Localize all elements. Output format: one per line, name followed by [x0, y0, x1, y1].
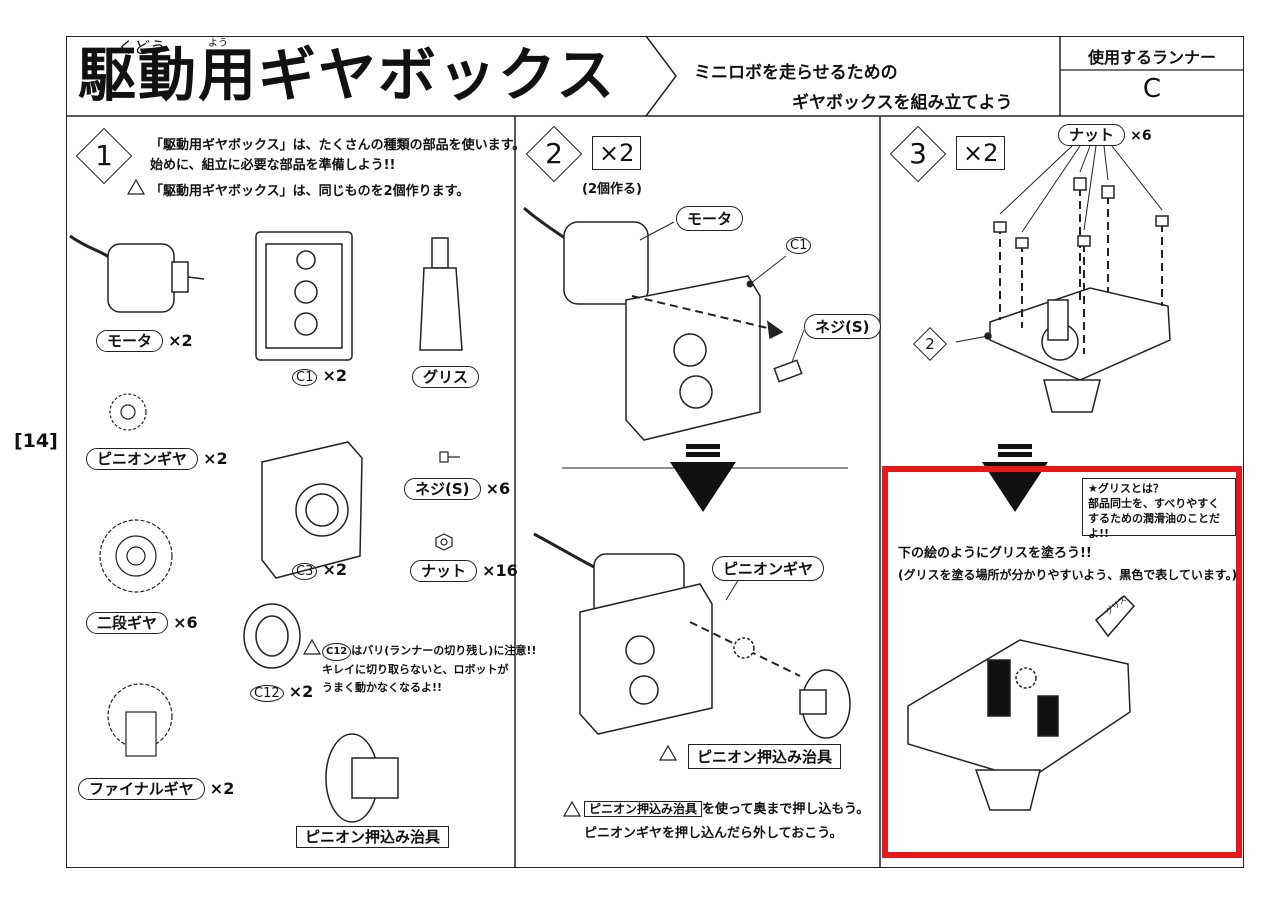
- part-c3-label: C3: [292, 563, 318, 580]
- title-ruby-kudou: くどう: [118, 38, 167, 57]
- part-final: ファイナルギヤ ×2: [78, 778, 235, 800]
- twostage-drawing: [99, 519, 173, 593]
- part-motor-label: モータ: [96, 330, 164, 352]
- step2-top-drawing: [523, 206, 803, 441]
- part-pinion-qty: ×2: [203, 449, 228, 468]
- step3-top-drawing: [955, 145, 1171, 413]
- c1-drawing: [255, 231, 353, 361]
- step-2-instruction-1: ピニオン押込み治具を使って奥まで押し込もう。: [584, 800, 869, 821]
- c12-note-1: はバリ(ランナーの切り残し)に注意!!: [351, 644, 537, 657]
- part-final-qty: ×2: [209, 779, 235, 798]
- part-motor-qty: ×2: [168, 331, 193, 350]
- down-arrow: [670, 444, 736, 512]
- grease-highlight-box: [882, 466, 1242, 858]
- part-grease: グリス: [412, 366, 480, 388]
- part-c12: C12 ×2: [250, 682, 313, 702]
- part-screw: ネジ(S) ×6: [404, 478, 511, 500]
- step-2-marker: 2: [525, 125, 583, 183]
- subtitle-line-1: ミニロボを走らせるための: [694, 63, 898, 83]
- part-c1: C1 ×2: [292, 366, 347, 386]
- step-3-nut-qty: ×6: [1130, 128, 1152, 144]
- part-grease-label: グリス: [412, 366, 480, 388]
- tool-drawing: [325, 733, 399, 823]
- part-nut-label: ナット: [410, 560, 478, 582]
- step-1-text-1: 「駆動用ギヤボックス」は、たくさんの種類の部品を使います。: [150, 138, 526, 153]
- grease-note-line-1: 部品同士を、すべりやすく: [1088, 496, 1220, 510]
- part-pinion: ピニオンギヤ ×2: [86, 448, 228, 470]
- step-3-number: 3: [909, 137, 927, 170]
- step-3-nut-text: ナット: [1058, 124, 1126, 146]
- c3-drawing: [261, 441, 363, 579]
- step-3-nut-label: ナット ×6: [1058, 124, 1152, 146]
- part-twostage-qty: ×6: [173, 613, 198, 632]
- c12-drawing: [243, 603, 301, 669]
- step-2-qty: ×2: [592, 136, 642, 170]
- part-pinion-label: ピニオンギヤ: [86, 448, 199, 470]
- part-c3-qty: ×2: [322, 560, 347, 579]
- down-arrow-step3: [982, 444, 1048, 512]
- part-twostage: 二段ギヤ ×6: [86, 612, 198, 634]
- warning-icon: [126, 178, 678, 817]
- step-3-instruction-2: (グリスを塗る場所が分かりやすいよう、黒色で表しています。): [898, 568, 1238, 582]
- part-c12-qty: ×2: [288, 682, 314, 701]
- part-nut-qty: ×16: [482, 561, 518, 580]
- step-2-pinion-label: ピニオンギヤ: [712, 556, 825, 581]
- part-screw-label: ネジ(S): [404, 478, 481, 500]
- step-2-motor-label: モータ: [676, 206, 744, 231]
- step-2-instruction-2: ピニオンギヤを押し込んだら外しておこう。: [584, 826, 843, 841]
- step-3-qty: ×2: [956, 136, 1006, 170]
- step3-grease-drawing: [907, 594, 1136, 811]
- step-2-instruction-text-1: を使って奥まで押し込もう。: [702, 802, 870, 817]
- step-1-number: 1: [95, 139, 113, 172]
- step-3-ref-marker: 2: [912, 326, 948, 362]
- page-frame: [66, 36, 1244, 868]
- part-motor: モータ ×2: [96, 330, 193, 352]
- c12-note-3: うまく動かなくなるよ!!: [322, 680, 443, 694]
- part-nut: ナット ×16: [410, 560, 518, 582]
- grease-note-line-2: するための潤滑油のことだよ!!: [1088, 511, 1220, 540]
- step-2-make-two: (2個作る): [582, 182, 642, 197]
- runner-value: C: [1142, 74, 1162, 104]
- step-1-marker: 1: [75, 127, 133, 185]
- grease-note: ★グリスとは？ 部品同士を、すべりやすく するための潤滑油のことだよ!!: [1082, 478, 1236, 540]
- c12-note-ref: C12: [322, 643, 352, 661]
- step-2-screw-label: ネジ(S): [804, 314, 881, 339]
- title-ruby-you: よう: [208, 38, 228, 49]
- step-3-instruction-1: 下の絵のようにグリスを塗ろう!!: [898, 546, 1092, 561]
- c12-note-2: キレイに切り取らないと、ロボットが: [322, 663, 509, 676]
- page-number: [14]: [14, 430, 58, 452]
- part-c3: C3 ×2: [292, 560, 347, 580]
- step-1-text-3: 「駆動用ギヤボックス」は、同じものを2個作ります。: [150, 184, 470, 199]
- part-screw-qty: ×6: [485, 479, 511, 498]
- part-final-label: ファイナルギヤ: [78, 778, 205, 800]
- grease-note-title: ★グリスとは？: [1088, 482, 1164, 495]
- motor-drawing: [69, 234, 205, 313]
- part-tool-label: ピニオン押込み治具: [296, 826, 450, 848]
- step-2-number: 2: [545, 137, 563, 170]
- screw-drawing: [439, 451, 460, 463]
- page-title: 駆動用ギヤボックス: [78, 41, 617, 109]
- part-c1-qty: ×2: [322, 366, 347, 385]
- part-twostage-label: 二段ギヤ: [86, 612, 169, 634]
- step-3-marker: 3: [889, 125, 947, 183]
- step2-bottom-drawing: [533, 532, 851, 739]
- nut-drawing: [435, 533, 453, 551]
- runner-label: 使用するランナー: [1087, 48, 1216, 67]
- part-tool: ピニオン押込み治具: [296, 826, 450, 848]
- pinion-drawing: [109, 393, 147, 431]
- step-1-text-2: 始めに、組立に必要な部品を準備しよう!!: [150, 158, 396, 173]
- subtitle-line-2: ギヤボックスを組み立てよう: [792, 93, 1013, 113]
- step-2-c1-label: C1: [786, 234, 812, 254]
- step-2-instruction-tool: ピニオン押込み治具: [584, 801, 703, 817]
- grease-drawing: [419, 237, 463, 351]
- final-drawing: [107, 683, 173, 757]
- step-2-tool-label: ピニオン押込み治具: [688, 744, 842, 769]
- part-c12-label: C12: [250, 685, 284, 702]
- part-c1-label: C1: [292, 369, 318, 386]
- step-2-c1-text: C1: [786, 237, 812, 254]
- step-3-ref-number: 2: [925, 335, 935, 353]
